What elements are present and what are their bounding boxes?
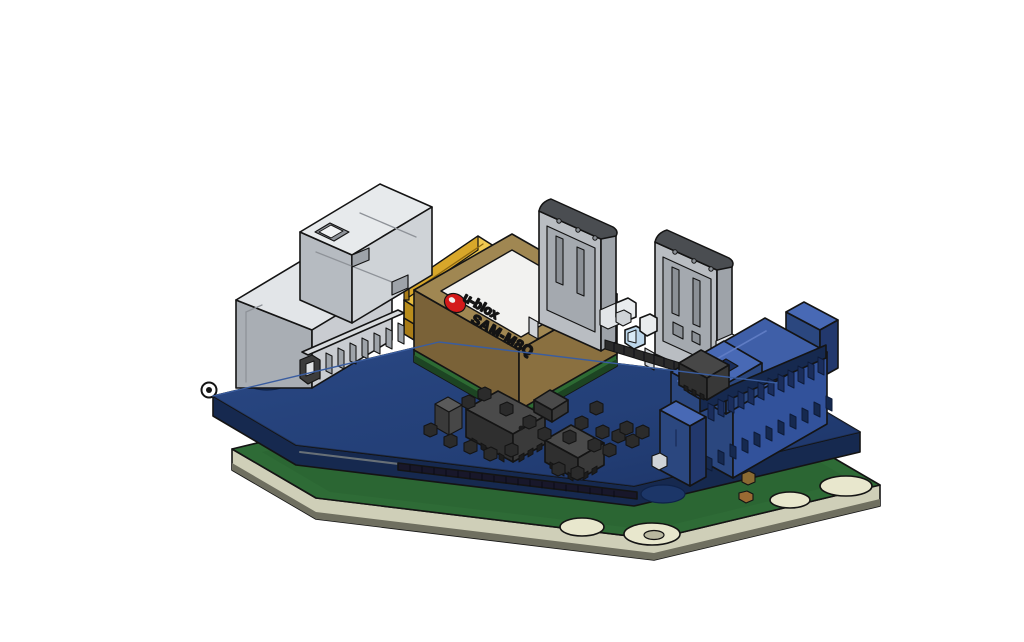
usb1-rim xyxy=(538,198,618,240)
passive-component xyxy=(574,415,589,431)
usb1-dimple xyxy=(575,227,581,233)
ic3-side xyxy=(706,364,730,401)
passive-component xyxy=(423,422,438,438)
passives-group xyxy=(423,309,756,486)
shield-pin-rail xyxy=(301,309,405,356)
usb2-detail xyxy=(691,330,701,346)
shielded-connector xyxy=(235,183,433,389)
shield-rib xyxy=(359,212,417,238)
shield-riser-right xyxy=(351,206,433,324)
carrier-pad xyxy=(769,491,811,509)
shield-step xyxy=(391,274,409,296)
passive-component xyxy=(463,439,478,455)
passive-component xyxy=(562,429,577,445)
shield-rib xyxy=(315,251,393,283)
passive-component xyxy=(619,420,634,436)
usb2-rim xyxy=(654,229,734,271)
usb2-dimple xyxy=(708,266,714,272)
usb1-slot xyxy=(555,235,564,286)
usb1-dimple xyxy=(556,218,562,224)
passive-component xyxy=(635,424,650,440)
passive-component xyxy=(522,414,537,430)
passive-component xyxy=(551,461,566,477)
usb1-slot xyxy=(576,246,585,297)
passive-component xyxy=(461,394,476,410)
passive-component-light xyxy=(651,452,668,471)
usb2-dimple xyxy=(672,249,678,255)
passive-component xyxy=(625,433,640,449)
white-post xyxy=(639,313,658,337)
gps-module-base-shade xyxy=(414,355,617,422)
passive-component xyxy=(587,437,602,453)
datum-marker-icon xyxy=(200,381,218,399)
ic4-side xyxy=(551,399,569,423)
carrier-pad xyxy=(819,475,873,497)
passive-component xyxy=(477,386,492,402)
passive-component xyxy=(570,465,585,481)
hat-board-mount-hole xyxy=(640,484,686,504)
passive-component xyxy=(589,400,604,416)
usb2-slot xyxy=(692,277,701,328)
passive-component xyxy=(602,442,617,458)
card-edge-connector xyxy=(659,301,839,487)
usb-port-1 xyxy=(528,198,625,352)
shield-rib xyxy=(245,304,263,313)
led-lens xyxy=(627,329,637,344)
shield-step xyxy=(351,247,370,268)
edge-endblock-right xyxy=(689,416,707,487)
carrier-hole xyxy=(643,529,665,541)
passive-component xyxy=(499,401,514,417)
usb1-side xyxy=(600,229,617,352)
shield-window-inner xyxy=(318,224,344,239)
usb2-dimple xyxy=(691,258,697,264)
u-blox-logo-icon xyxy=(443,292,467,314)
passive-inductor-side xyxy=(448,404,463,436)
hat-board-top-highlight xyxy=(212,341,778,397)
passive-component-light xyxy=(615,309,632,327)
usb2-slot xyxy=(671,266,680,317)
passive-component xyxy=(483,446,498,462)
ic1-pin1-dot xyxy=(518,425,524,431)
carrier-pad xyxy=(559,517,605,537)
passive-component-tantalum xyxy=(741,470,756,486)
usb2-detail xyxy=(672,321,684,340)
passive-component xyxy=(595,424,610,440)
passive-component xyxy=(738,490,754,504)
header-strip-bottom xyxy=(397,462,638,500)
passive-component xyxy=(537,426,552,442)
edge-slot xyxy=(699,344,827,413)
ic-small-chip xyxy=(533,389,569,423)
passive-component xyxy=(443,433,458,449)
usb1-foot xyxy=(528,316,539,340)
usb1-dimple xyxy=(592,235,598,241)
passive-component xyxy=(504,442,519,458)
usb-port-2 xyxy=(604,229,741,383)
